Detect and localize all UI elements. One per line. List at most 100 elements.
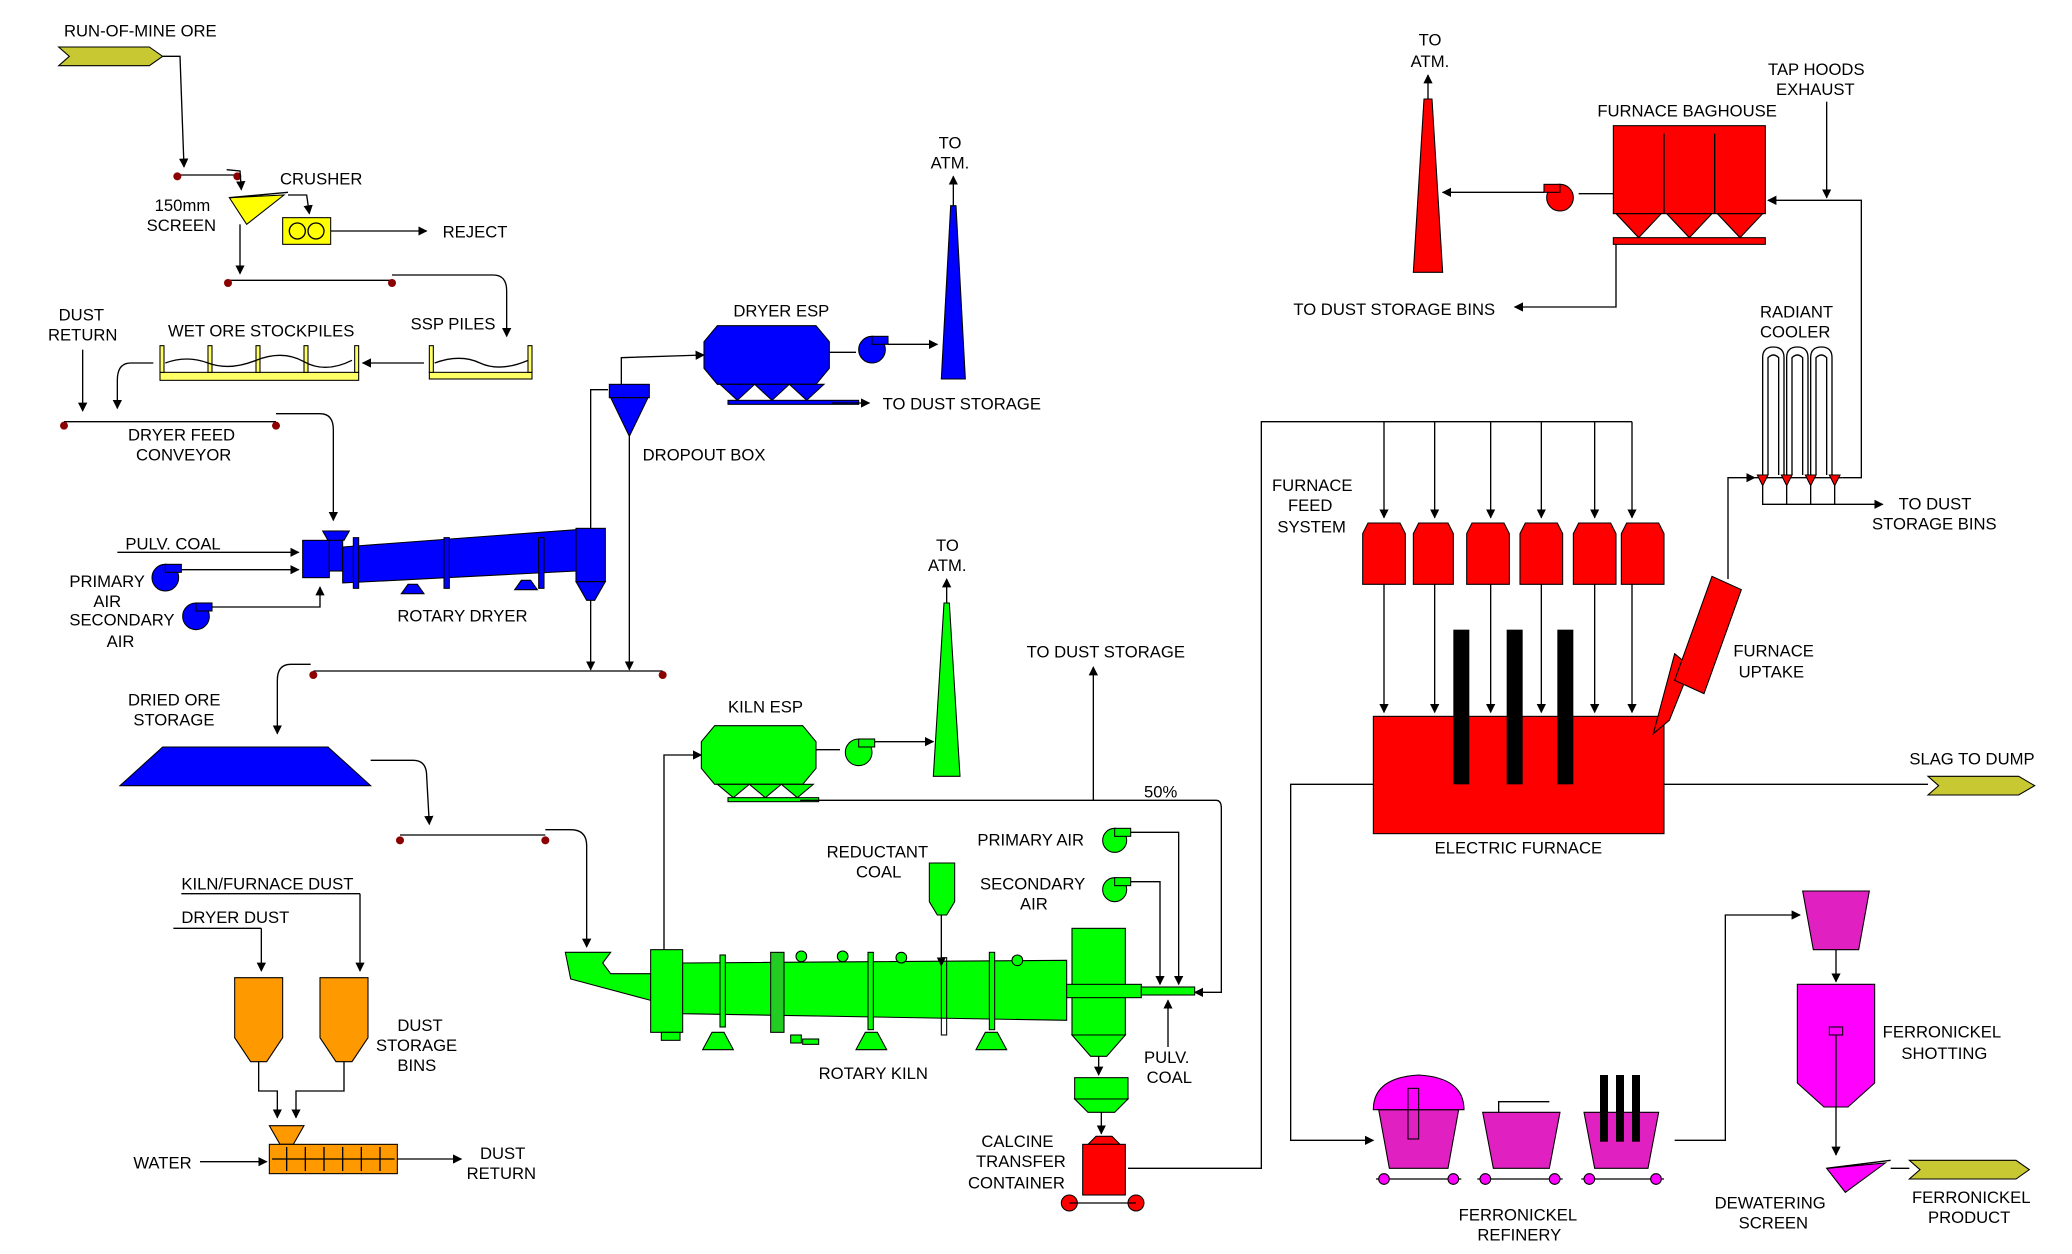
kiln-secondary-air-line [1130, 881, 1165, 986]
cooler-to-dust-label-1: TO DUST [1899, 495, 1972, 514]
ssp-piles [428, 345, 533, 380]
baghouse-to-dust-bins-label: TO DUST STORAGE BINS [1293, 300, 1495, 319]
secondary-air-label-1: SECONDARY [69, 611, 174, 630]
radiant-cooler [1754, 346, 1843, 487]
furnace-uptake-label-2: UPTAKE [1739, 663, 1804, 682]
kiln-esp [700, 725, 820, 803]
furnace-baghouse-label: FURNACE BAGHOUSE [1597, 101, 1777, 120]
storage-to-kiln-conveyor-line [370, 759, 434, 826]
slag-to-dump-label: SLAG TO DUMP [1909, 749, 2034, 768]
rotary-kiln-label: ROTARY KILN [819, 1064, 928, 1083]
kiln-primary-air-line [1130, 831, 1184, 986]
kiln-to-dust-storage-label: TO DUST STORAGE [1027, 643, 1185, 662]
uptake-to-cooler-line [1727, 472, 1756, 579]
dust-storage-bin-2 [319, 977, 369, 1063]
baghouse-dust-line [1513, 244, 1617, 312]
furnace-feed-bins [1362, 522, 1665, 585]
screen-label-1: 150mm [155, 196, 211, 215]
furnace-uptake-label-1: FURNACE [1733, 641, 1814, 660]
kiln-secondary-air-label-1: SECONDARY [980, 875, 1085, 894]
slag-to-dump-arrow [1926, 775, 2036, 796]
rotary-dryer [302, 527, 607, 601]
dropout-box [608, 383, 650, 438]
shotting-tundish [1802, 890, 1870, 951]
tap-hoods-label-1: TAP HOODS [1768, 60, 1865, 79]
secondary-air-to-dryer-line [212, 586, 325, 608]
dried-ore-storage-label-1: DRIED ORE [128, 691, 221, 710]
primary-air-label-2: AIR [93, 592, 121, 611]
bin1-to-mixer-line [258, 1061, 282, 1119]
calcine-label-3: CONTAINER [968, 1173, 1065, 1192]
reductant-coal-label-1: REDUCTANT [827, 843, 928, 862]
dried-ore-storage [118, 746, 373, 787]
dewatering-screen [1825, 1159, 1891, 1194]
refinery-label-1: FERRONICKEL [1459, 1205, 1577, 1224]
kiln-pulv-coal-label-2: COAL [1147, 1068, 1192, 1087]
fifty-percent-label: 50% [1144, 783, 1178, 802]
furnace-feed-label-1: FURNACE [1272, 476, 1353, 495]
dropout-box-label: DROPOUT BOX [643, 445, 766, 464]
screen-feed-conveyor [173, 172, 242, 181]
mixer-dust-return-label-1: DUST [480, 1144, 525, 1163]
kiln-secondary-air-label-2: AIR [1020, 895, 1048, 914]
kiln-secondary-air-fan [1102, 877, 1132, 903]
radiant-cooler-label-2: COOLER [1760, 323, 1830, 342]
dryer-feed-conveyor-label-2: CONVEYOR [136, 445, 231, 464]
150mm-screen [228, 191, 289, 226]
dryer-esp [703, 325, 860, 405]
kiln-esp-label: KILN ESP [728, 697, 803, 716]
calcine-label-2: TRANSFER [976, 1152, 1066, 1171]
calcine-transfer-container [1060, 1135, 1145, 1212]
dewatering-screen-label-2: SCREEN [1739, 1213, 1808, 1232]
refinery-ladle-1 [1372, 1074, 1465, 1185]
reductant-coal-label-2: COAL [856, 863, 901, 882]
electric-furnace [1372, 629, 1665, 835]
ore-to-screen-line [162, 55, 189, 168]
dryer-secondary-air-fan [182, 602, 213, 631]
ferronickel-product-arrow [1907, 1159, 2031, 1180]
dryer-esp-label: DRYER ESP [733, 301, 829, 320]
cooler-to-dust-label-2: STORAGE BINS [1872, 515, 1997, 534]
dryer-to-atm-label-2: ATM. [931, 153, 970, 172]
furnace-baghouse [1612, 125, 1766, 245]
kiln-feed-chute [564, 951, 652, 1002]
refinery-label-2: REFINERY [1477, 1225, 1561, 1244]
electric-furnace-label: ELECTRIC FURNACE [1435, 839, 1603, 858]
run-of-mine-ore-arrow [57, 46, 164, 67]
secondary-air-label-2: AIR [107, 632, 135, 651]
cooler-dust-line [1762, 485, 1884, 509]
water-label: WATER [133, 1153, 191, 1172]
furnace-stack [1412, 98, 1444, 273]
calcine-to-furnace-feed-line [1128, 420, 1632, 1169]
crusher-label: CRUSHER [280, 169, 362, 188]
reject-label: REJECT [443, 223, 508, 242]
baghouse-id-fan [1543, 183, 1574, 212]
wet-ore-stockpiles-label: WET ORE STOCKPILES [168, 321, 354, 340]
radiant-cooler-label-1: RADIANT [1760, 303, 1833, 322]
calcine-label-1: CALCINE [981, 1132, 1053, 1151]
ssp-piles-label: SSP PILES [411, 315, 496, 334]
furnace-feed-label-3: SYSTEM [1277, 517, 1346, 536]
dryer-id-fan [858, 335, 889, 364]
dryer-stack [940, 205, 966, 380]
refinery-ladle-2 [1477, 1100, 1563, 1185]
furnace-to-atm-label-1: TO [1419, 31, 1442, 50]
dryer-to-dropout-line [590, 388, 608, 529]
mixer-dust-return-label-2: RETURN [467, 1164, 536, 1183]
dewatering-screen-label-1: DEWATERING [1715, 1193, 1826, 1212]
metal-to-refinery-line [1290, 783, 1375, 1145]
wet-ore-stockpiles [159, 345, 360, 381]
kiln-to-atm-label-2: ATM. [928, 556, 967, 575]
dried-ore-conveyor [309, 670, 667, 679]
kiln-id-fan [844, 738, 876, 767]
kiln-offgas-to-esp-line [663, 750, 703, 950]
dust-return-label-1: DUST [59, 305, 104, 324]
dust-storage-bins-label-1: DUST [397, 1016, 442, 1035]
refinery-to-shotting-line [1674, 910, 1801, 1141]
kiln-dust-recycle-line [800, 799, 1222, 997]
ferronickel-shotting-tank [1796, 983, 1876, 1108]
conveyor-to-dryer-line [276, 412, 338, 522]
kiln-stack [932, 602, 961, 777]
dried-ore-storage-label-2: STORAGE [133, 711, 214, 730]
